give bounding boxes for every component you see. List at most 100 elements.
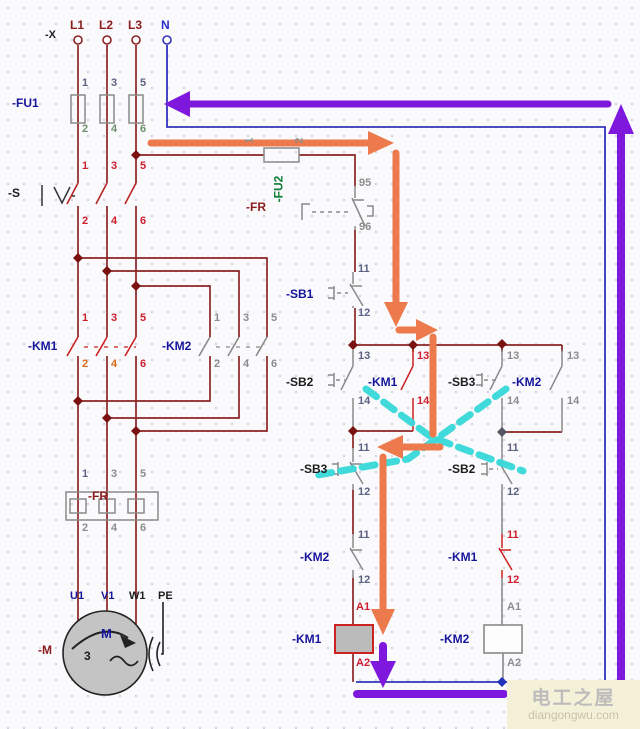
fu2-pin-2: 2 — [293, 137, 306, 144]
fr-pin-2: 2 — [82, 522, 89, 534]
label-fu1: -FU1 — [12, 96, 39, 110]
interlock-highlight — [314, 385, 527, 479]
km1-pin-2: 2 — [82, 358, 89, 370]
fu1-pin-1: 1 — [82, 77, 89, 89]
label-l1: L1 — [70, 18, 85, 32]
km1-aux-pin-14: 14 — [417, 395, 430, 407]
watermark: 电工之屋 diangongwu.com — [507, 680, 640, 729]
km2-coil — [483, 624, 523, 654]
km2-pin-4: 4 — [243, 358, 250, 370]
km2-pin-6: 6 — [271, 358, 278, 370]
km2-coil-a1: A1 — [507, 601, 522, 613]
fr-aux-pin-96: 96 — [359, 221, 372, 233]
km2-aux-pin-14: 14 — [567, 395, 580, 407]
sb3-nc-pin-11: 11 — [358, 442, 370, 454]
label-km2-aux: -KM2 — [512, 375, 542, 389]
sb2-no-contact — [328, 350, 354, 431]
fr-pin-5: 5 — [140, 468, 147, 480]
km1-nc-contact — [498, 534, 513, 578]
watermark-title: 电工之屋 — [531, 687, 616, 709]
label-sb3: -SB3 — [448, 375, 476, 389]
fu1-pin-5: 5 — [140, 77, 147, 89]
km1-nc-pin-11: 11 — [507, 529, 519, 541]
km1-main-contacts — [66, 336, 137, 357]
km1-pin-6: 6 — [140, 358, 147, 370]
km1-coil — [334, 624, 374, 654]
motor-phase-count: 3 — [84, 649, 91, 663]
switch-s-actuator — [41, 185, 77, 206]
s-pin-5: 5 — [140, 160, 147, 172]
label-m: -M — [38, 643, 52, 657]
km2-nc-contact — [349, 534, 364, 578]
label-fr-main: -FR — [88, 489, 108, 503]
motor-terminal-v1: V1 — [101, 590, 115, 602]
km1-pin-5: 5 — [140, 312, 147, 324]
sb2-nc-pin-12: 12 — [507, 486, 520, 498]
label-km2-coil: -KM2 — [440, 632, 470, 646]
motor-m-symbol: M — [101, 626, 112, 641]
sb1-pin-11: 11 — [358, 263, 370, 275]
fu1-pin-2: 2 — [82, 123, 89, 135]
s-pin-2: 2 — [82, 215, 89, 227]
fu1-pin-4: 4 — [111, 123, 118, 135]
label-s: -S — [8, 186, 20, 200]
km1-coil-a1: A1 — [356, 601, 371, 613]
power-phase-wires — [77, 45, 563, 682]
fuse-fu2 — [263, 147, 300, 163]
fu1-pin-3: 3 — [111, 77, 118, 89]
sb1-pin-12: 12 — [358, 307, 371, 319]
fr-pin-6: 6 — [140, 522, 147, 534]
switch-s — [66, 182, 137, 205]
fu2-pin-1: 1 — [243, 137, 256, 144]
sb2-pin-14: 14 — [358, 395, 371, 407]
s-pin-1: 1 — [82, 160, 89, 172]
km1-pin-3: 3 — [111, 312, 118, 324]
fuse-fu1 — [70, 94, 144, 124]
label-fu2: -FU2 — [271, 175, 286, 203]
label-x-terminal: -X — [45, 29, 56, 41]
watermark-url: diangongwu.com — [528, 707, 619, 722]
km2-nc-pin-11: 11 — [358, 529, 370, 541]
fr-aux-pin-95: 95 — [359, 177, 372, 189]
fr-pin-3: 3 — [111, 468, 118, 480]
label-km2-main: -KM2 — [162, 339, 192, 353]
label-km2-nc: -KM2 — [300, 550, 330, 564]
km2-pin-2: 2 — [214, 358, 221, 370]
label-km1-aux: -KM1 — [368, 375, 398, 389]
km2-main-contacts — [198, 336, 268, 357]
sb1-contact — [328, 272, 364, 308]
label-sb2-nc: -SB2 — [448, 462, 476, 476]
return-highlight — [164, 91, 634, 698]
motor-terminal-u1: U1 — [70, 590, 85, 602]
sb3-no-contact — [476, 350, 503, 432]
sb2-pin-13: 13 — [358, 350, 371, 362]
km2-aux-pin-13: 13 — [567, 350, 580, 362]
km1-pin-1: 1 — [82, 312, 89, 324]
label-km1-main: -KM1 — [28, 339, 58, 353]
control-right-column-wires — [501, 432, 504, 680]
supply-terminals — [73, 35, 172, 45]
km2-pin-5: 5 — [271, 312, 278, 324]
s-pin-6: 6 — [140, 215, 147, 227]
fr-aux-contact — [301, 186, 374, 230]
sb3-pin-14: 14 — [507, 395, 520, 407]
label-fr-aux: -FR — [246, 200, 266, 214]
km1-coil-a2: A2 — [356, 657, 371, 669]
motor-terminal-w1: W1 — [129, 590, 146, 602]
km2-coil-a2: A2 — [507, 657, 522, 669]
km2-nc-pin-12: 12 — [358, 574, 371, 586]
label-sb1: -SB1 — [286, 287, 314, 301]
label-l2: L2 — [99, 18, 114, 32]
fu1-pin-6: 6 — [140, 123, 147, 135]
sb3-pin-13: 13 — [507, 350, 520, 362]
s-pin-4: 4 — [111, 215, 118, 227]
label-km1-coil: -KM1 — [292, 632, 322, 646]
sb2-nc-pin-11: 11 — [507, 442, 519, 454]
fr-pin-1: 1 — [82, 468, 89, 480]
label-sb2: -SB2 — [286, 375, 314, 389]
km2-aux-no-contact — [549, 350, 563, 432]
motor-terminal-pe: PE — [158, 590, 173, 602]
label-km1-nc: -KM1 — [448, 550, 478, 564]
